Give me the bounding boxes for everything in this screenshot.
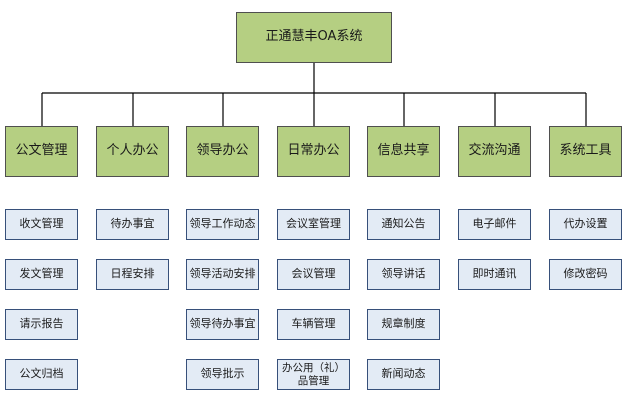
leaf-item: 通知公告 [367, 209, 440, 240]
leaf-item: 办公用（礼）品管理 [277, 359, 350, 390]
root-node: 正通慧丰OA系统 [236, 12, 392, 63]
leaf-item: 请示报告 [5, 309, 78, 340]
leaf-item: 新闻动态 [367, 359, 440, 390]
leaf-item: 会议室管理 [277, 209, 350, 240]
leaf-item: 收文管理 [5, 209, 78, 240]
category-document-management: 公文管理 [5, 126, 78, 177]
category-info-sharing: 信息共享 [367, 126, 440, 177]
leaf-item: 领导讲话 [367, 259, 440, 290]
category-daily-office: 日常办公 [277, 126, 350, 177]
leaf-item: 代办设置 [549, 209, 622, 240]
leaf-item: 领导待办事宜 [186, 309, 259, 340]
leaf-item: 规章制度 [367, 309, 440, 340]
leaf-item: 车辆管理 [277, 309, 350, 340]
leaf-item: 修改密码 [549, 259, 622, 290]
category-communication: 交流沟通 [458, 126, 531, 177]
category-system-tools: 系统工具 [549, 126, 622, 177]
leaf-item: 即时通讯 [458, 259, 531, 290]
leaf-item: 待办事宜 [96, 209, 169, 240]
leaf-item: 电子邮件 [458, 209, 531, 240]
leaf-item: 公文归档 [5, 359, 78, 390]
category-leader-office: 领导办公 [186, 126, 259, 177]
leaf-item: 日程安排 [96, 259, 169, 290]
category-personal-office: 个人办公 [96, 126, 169, 177]
leaf-item: 发文管理 [5, 259, 78, 290]
leaf-item: 领导活动安排 [186, 259, 259, 290]
leaf-item: 领导工作动态 [186, 209, 259, 240]
leaf-item: 领导批示 [186, 359, 259, 390]
leaf-item: 会议管理 [277, 259, 350, 290]
